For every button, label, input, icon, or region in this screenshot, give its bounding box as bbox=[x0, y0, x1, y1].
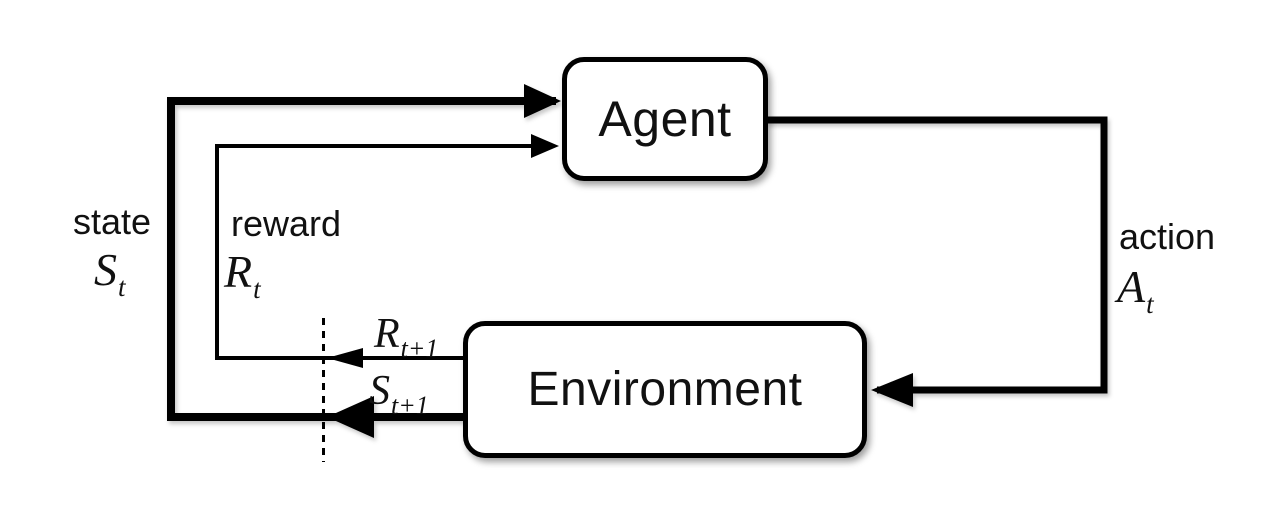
next-state-symbol: S bbox=[369, 368, 390, 414]
next-state-subscript: t+1 bbox=[391, 391, 429, 420]
state-symbol-label: St bbox=[94, 244, 126, 301]
reward-word-label: reward bbox=[231, 203, 342, 244]
action-word-label: action bbox=[1119, 216, 1216, 257]
environment-box: Environment bbox=[463, 321, 867, 458]
reward-symbol: R bbox=[224, 246, 253, 297]
reward-arrowhead-at-time-boundary-icon bbox=[327, 348, 363, 368]
state-word-label: state bbox=[72, 201, 152, 242]
next-reward-symbol: R bbox=[374, 311, 400, 357]
reward-arrowhead-into-agent-icon bbox=[531, 134, 559, 158]
next-reward-subscript: t+1 bbox=[400, 334, 439, 363]
action-line bbox=[766, 116, 1108, 394]
action-symbol-label: At bbox=[1117, 261, 1154, 318]
state-subscript: t bbox=[118, 272, 126, 302]
agent-box: Agent bbox=[562, 57, 768, 181]
action-arrowhead-into-environment-icon bbox=[871, 373, 913, 407]
environment-box-label: Environment bbox=[527, 362, 803, 416]
reward-symbol-label: Rt bbox=[224, 246, 261, 303]
action-subscript: t bbox=[1146, 289, 1154, 319]
state-symbol: S bbox=[94, 244, 117, 295]
state-arrowhead-into-agent-icon bbox=[524, 84, 561, 118]
next-state-symbol-label: St+1 bbox=[369, 368, 429, 419]
action-symbol: A bbox=[1117, 261, 1146, 312]
agent-box-label: Agent bbox=[598, 91, 732, 147]
state-arrowhead-at-time-boundary-icon bbox=[327, 396, 374, 438]
reward-subscript: t bbox=[253, 274, 261, 304]
next-reward-symbol-label: Rt+1 bbox=[374, 311, 438, 362]
state-line bbox=[167, 97, 556, 421]
